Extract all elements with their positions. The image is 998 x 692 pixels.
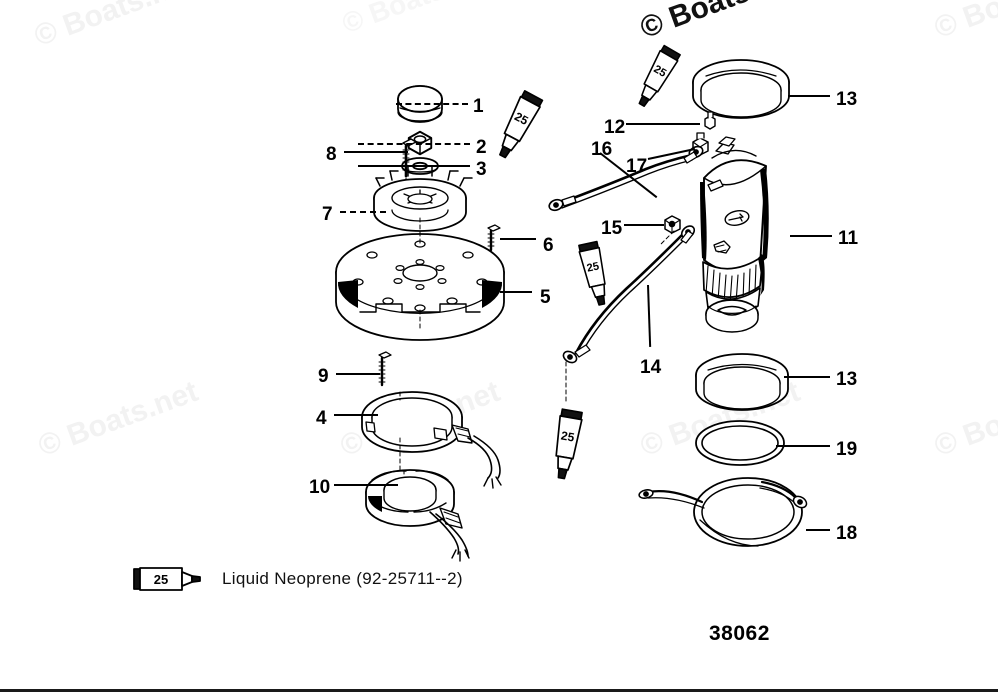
callout-o-ring: 19 <box>836 439 858 460</box>
part-starter-motor <box>700 136 769 333</box>
part-cable-lower <box>562 225 696 403</box>
callout-nut-terminal-lower: 15 <box>601 218 623 239</box>
leader-line <box>336 373 380 375</box>
part-rubber-mount-lower <box>695 353 789 411</box>
svg-text:25: 25 <box>512 109 531 128</box>
callout-cap: 1 <box>473 96 484 117</box>
callout-cable-lower: 14 <box>640 357 662 378</box>
leader-line <box>626 123 700 125</box>
leader-line <box>340 211 386 213</box>
leader-line <box>334 484 398 486</box>
callout-rubber-mount-upper: 13 <box>836 89 858 110</box>
callout-bolt-upper: 6 <box>543 235 554 256</box>
callout-bolt-lower: 9 <box>318 366 329 387</box>
neoprene-tube: 25 <box>625 40 687 116</box>
part-stator-assembly <box>365 469 470 562</box>
part-bolt-lower <box>378 351 392 387</box>
callout-stator-assembly: 10 <box>309 477 331 498</box>
legend-tube-number: 25 <box>154 572 168 587</box>
part-rubber-mount-upper <box>692 59 790 119</box>
leader-line <box>806 529 830 531</box>
leader-line <box>784 376 830 378</box>
leader-line <box>334 414 378 416</box>
leader-line <box>624 224 664 226</box>
callout-flywheel: 5 <box>540 287 551 308</box>
callout-strap-cable: 18 <box>836 523 858 544</box>
legend-label: Liquid Neoprene (92-25711--2) <box>222 569 463 588</box>
neoprene-tube: 25 <box>572 237 617 312</box>
leader-line <box>788 95 830 97</box>
callout-cable-upper: 16 <box>591 139 613 160</box>
leader-line <box>396 103 468 105</box>
page-bottom-border <box>0 689 998 692</box>
part-nut <box>407 130 433 156</box>
part-flywheel <box>335 217 505 341</box>
svg-text:25: 25 <box>652 63 669 80</box>
leader-line <box>358 165 470 167</box>
callout-bolt-cap: 8 <box>326 144 337 165</box>
part-o-ring <box>695 420 785 466</box>
svg-text:25: 25 <box>586 260 601 274</box>
part-flywheel-cover <box>373 165 473 232</box>
callout-nut-stud: 17 <box>626 156 648 177</box>
callout-trigger-assembly: 4 <box>316 408 327 429</box>
callout-starter-motor: 11 <box>838 228 859 249</box>
callout-washer: 3 <box>476 159 487 180</box>
callout-rubber-mount-lower: 13 <box>836 369 858 390</box>
part-nut-terminal-lower <box>659 215 681 246</box>
leader-line <box>344 151 408 153</box>
drawing-number: 38062 <box>709 622 770 645</box>
legend: 25 Liquid Neoprene (92-25711--2) <box>130 563 463 595</box>
leader-line <box>358 143 470 145</box>
tube-icon: 25 <box>133 567 201 591</box>
neoprene-tube: 25 <box>543 405 590 486</box>
part-cable-upper <box>548 145 704 212</box>
part-strap-cable <box>638 477 808 547</box>
leader-line <box>790 235 832 237</box>
svg-text:25: 25 <box>560 428 576 444</box>
callout-flywheel-cover: 7 <box>322 204 333 225</box>
leader-line <box>500 238 536 240</box>
neoprene-tube: 25 <box>484 85 550 168</box>
part-trigger-assembly <box>361 391 502 489</box>
part-nut-terminal <box>704 111 716 130</box>
callout-nut: 2 <box>476 137 487 158</box>
leader-line <box>776 445 830 447</box>
leader-line <box>500 291 532 293</box>
callout-nut-terminal: 12 <box>604 117 626 138</box>
